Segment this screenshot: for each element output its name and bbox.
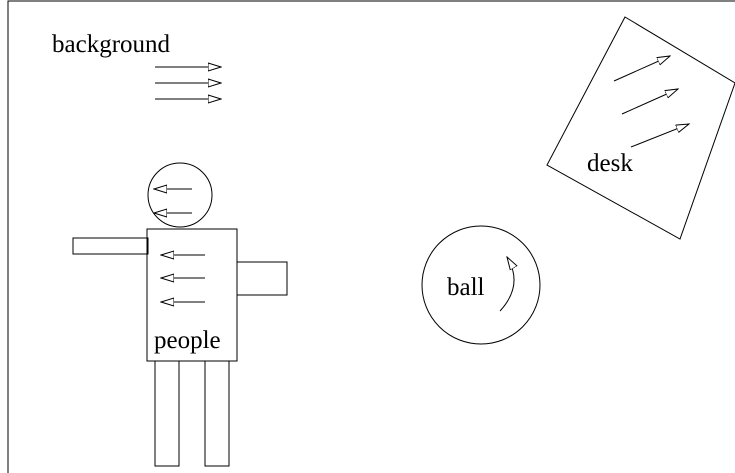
frame-border [7,0,735,473]
desk-arrow [630,124,689,148]
desk-outline [546,16,735,240]
people-label: people [154,327,221,354]
desk-label: desk [587,150,633,177]
people-right-leg [204,360,230,467]
people-left-arm [72,237,149,255]
desk-arrow [613,56,670,82]
ball-circle [421,225,541,345]
ball-object: ball [421,225,541,345]
background-label: background [52,31,171,58]
background-motion-arrows [155,67,221,99]
people-figure: people [72,162,288,467]
ball-label: ball [447,274,485,301]
desk-object: desk [546,16,735,240]
desk-arrow [621,89,678,115]
people-left-leg [154,360,180,467]
people-torso [146,228,238,362]
people-right-arm [236,261,288,296]
people-head [147,162,213,228]
ball-rotation-arrow [499,257,514,312]
